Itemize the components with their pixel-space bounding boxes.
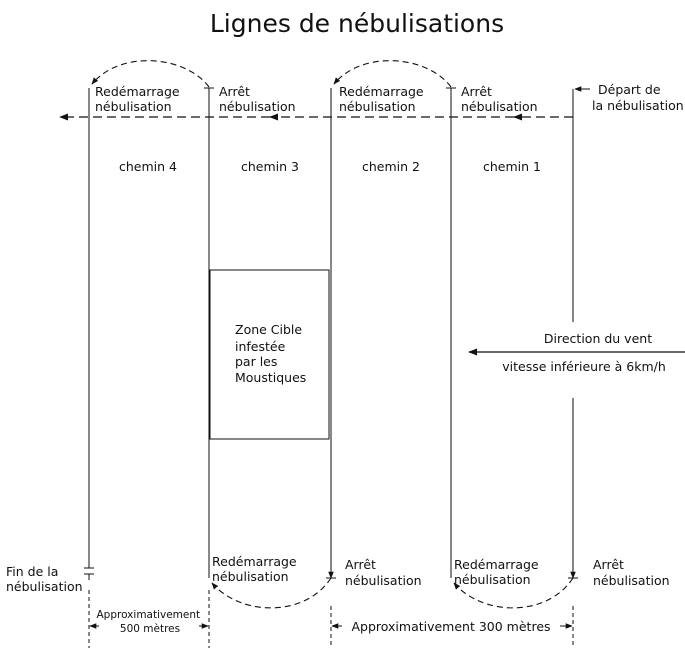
distance-label-500: Approximativement 500 mètres <box>96 609 203 635</box>
path-label-1: chemin 1 <box>483 159 541 174</box>
bottom-label-redemarrage-left: Redémarrage nébulisation <box>212 554 301 584</box>
path-label-3: chemin 3 <box>241 159 299 174</box>
bottom-label-fin: Fin de la nébulisation <box>6 564 83 594</box>
wind-speed-label: vitesse inférieure à 6km/h <box>502 359 666 374</box>
wind-direction-label: Direction du vent <box>544 331 652 346</box>
bottom-label-arret-right: Arrêt nébulisation <box>593 557 670 588</box>
distance-guides <box>88 590 574 648</box>
path-label-2: chemin 2 <box>362 159 420 174</box>
turn-arcs <box>91 60 574 609</box>
turn-arc-bottom-left <box>211 577 332 609</box>
top-label-depart: Départ de la nébulisation <box>592 82 684 113</box>
top-label-arret-left: Arrêt nébulisation <box>219 84 296 114</box>
turn-arc-bottom-right <box>453 577 574 609</box>
top-label-redemarrage-mid: Redémarrage nébulisation <box>339 84 428 114</box>
spray-lines <box>84 87 578 580</box>
top-label-redemarrage-left: Redémarrage nébulisation <box>95 84 184 114</box>
target-zone-box <box>209 269 330 440</box>
target-zone-label: Zone Cible infestée par les Moustiques <box>235 322 306 385</box>
distance-label-300: Approximativement 300 mètres <box>351 619 550 634</box>
turn-arc-top-left <box>91 60 210 88</box>
bottom-label-arret-mid: Arrêt nébulisation <box>345 557 422 588</box>
diagram-title: Lignes de nébulisations <box>210 9 504 38</box>
bottom-label-redemarrage-right: Redémarrage nébulisation <box>454 557 543 587</box>
top-label-arret-mid: Arrêt nébulisation <box>461 84 538 114</box>
turn-arc-top-mid <box>333 60 452 88</box>
path-label-4: chemin 4 <box>119 159 177 174</box>
